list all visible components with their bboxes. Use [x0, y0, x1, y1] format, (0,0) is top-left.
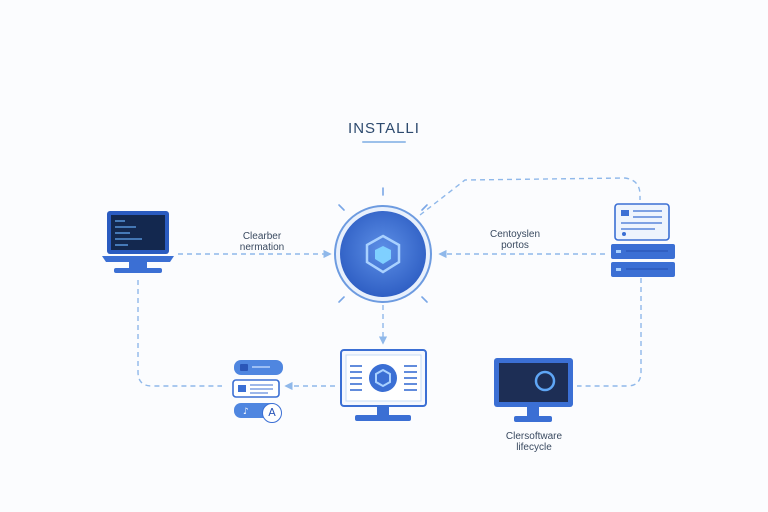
display-monitor-icon [494, 358, 573, 422]
label-bottom-line2: lifecycle [516, 442, 552, 453]
diagram-title: INSTALLI [348, 120, 420, 137]
badge-letter: A [268, 406, 276, 419]
monitor-icon [340, 349, 427, 421]
shield-icon [365, 234, 401, 274]
label-left: Clearber nermation [220, 231, 304, 253]
server-stack-icon [611, 203, 675, 277]
badge-circle: A [262, 403, 282, 423]
label-right-line1: Centoyslen [489, 229, 541, 240]
connector-server-down-loop [577, 278, 642, 387]
connectors [137, 177, 642, 391]
label-right: Centoyslen portos [470, 229, 560, 251]
label-left-line2: nermation [239, 242, 285, 253]
label-left-line1: Clearber [242, 231, 282, 242]
title-underline [362, 141, 406, 143]
connector-laptop-down-loop [137, 280, 222, 387]
laptop-icon [102, 211, 174, 273]
label-bottom: Clersoftware lifecycle [486, 431, 582, 453]
svg-text:♪: ♪ [243, 407, 249, 417]
label-bottom-line1: Clersoftware [505, 431, 563, 442]
connector-hub-to-server-arc [419, 177, 641, 216]
label-right-line2: portos [501, 240, 529, 251]
hub-rays [338, 187, 428, 303]
central-hub [334, 187, 432, 303]
